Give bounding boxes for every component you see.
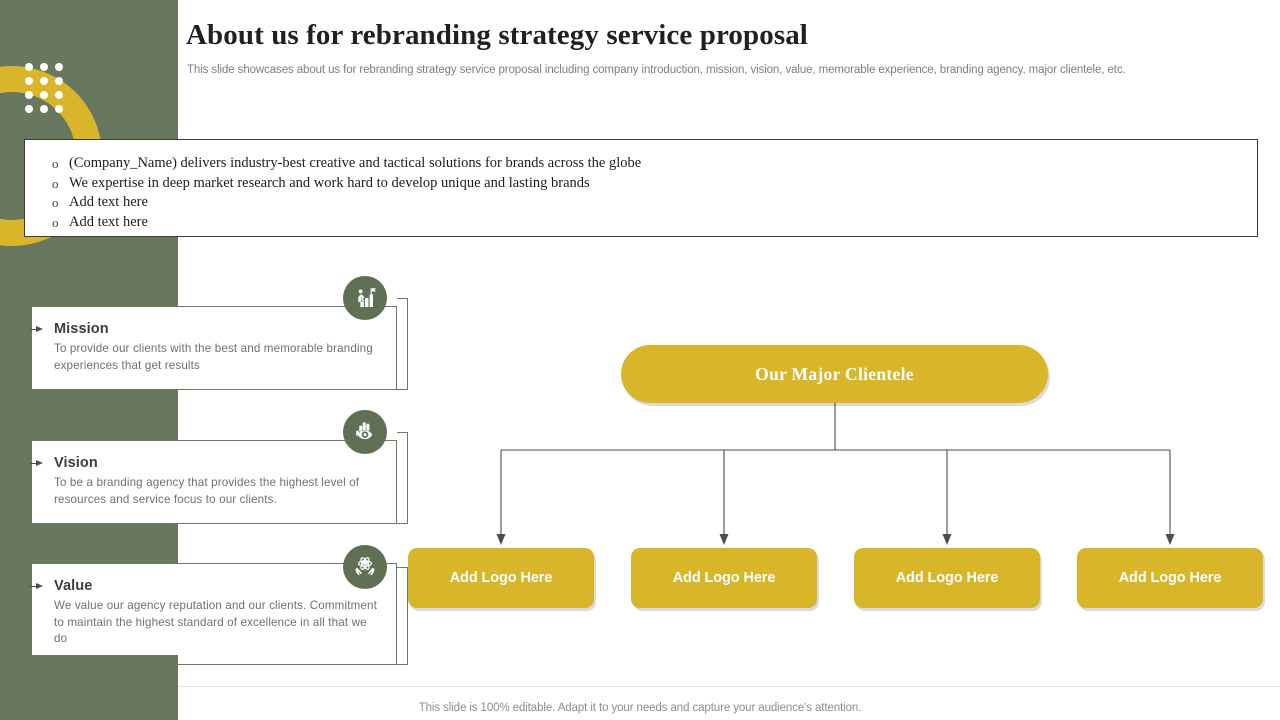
card-title: Mission: [30, 321, 380, 337]
card-body: We value our agency reputation and our c…: [54, 599, 377, 645]
card-value[interactable]: Value We value our agency reputation and…: [30, 563, 397, 665]
clientele-heading-label: Our Major Clientele: [755, 363, 914, 384]
eye-in-hand-icon: [343, 410, 387, 454]
logo-placeholder-1[interactable]: Add Logo Here: [408, 548, 594, 608]
bottom-green-block: [0, 655, 178, 720]
footer-divider: [178, 686, 1280, 687]
company-intro-box: (Company_Name) delivers industry-best cr…: [24, 139, 1258, 237]
growth-chart-icon: [343, 276, 387, 320]
card-mission[interactable]: Mission To provide our clients with the …: [30, 306, 397, 390]
logo-placeholder-label: Add Logo Here: [1118, 570, 1222, 586]
card-title: Vision: [30, 455, 380, 471]
list-item: Add text here: [52, 193, 1257, 213]
card-vision[interactable]: Vision To be a branding agency that prov…: [30, 440, 397, 524]
logo-placeholder-3[interactable]: Add Logo Here: [854, 548, 1040, 608]
card-title: Value: [30, 578, 380, 594]
footer-note: This slide is 100% editable. Adapt it to…: [418, 702, 862, 714]
intro-bullet-list: (Company_Name) delivers industry-best cr…: [25, 140, 1257, 232]
logo-placeholder-4[interactable]: Add Logo Here: [1077, 548, 1263, 608]
list-item: We expertise in deep market research and…: [52, 174, 1257, 194]
logo-placeholder-label: Add Logo Here: [895, 570, 999, 586]
list-item: Add text here: [52, 213, 1257, 233]
page-subtitle: This slide showcases about us for rebran…: [187, 64, 1126, 76]
decorative-dot-grid: [25, 63, 71, 113]
card-body: To be a branding agency that provides th…: [54, 476, 360, 506]
logo-placeholder-2[interactable]: Add Logo Here: [631, 548, 817, 608]
vision-connector: [397, 432, 408, 524]
list-item: (Company_Name) delivers industry-best cr…: [52, 154, 1257, 174]
hands-atom-icon: [343, 545, 387, 589]
logo-placeholder-label: Add Logo Here: [449, 570, 553, 586]
value-connector: [397, 567, 408, 665]
slide-header: About us for rebranding strategy service…: [186, 18, 1246, 78]
card-body: To provide our clients with the best and…: [54, 342, 373, 372]
clientele-heading-pill[interactable]: Our Major Clientele: [621, 345, 1048, 403]
page-title: About us for rebranding strategy service…: [186, 19, 808, 51]
mission-connector: [397, 298, 408, 390]
logo-placeholder-label: Add Logo Here: [672, 570, 776, 586]
